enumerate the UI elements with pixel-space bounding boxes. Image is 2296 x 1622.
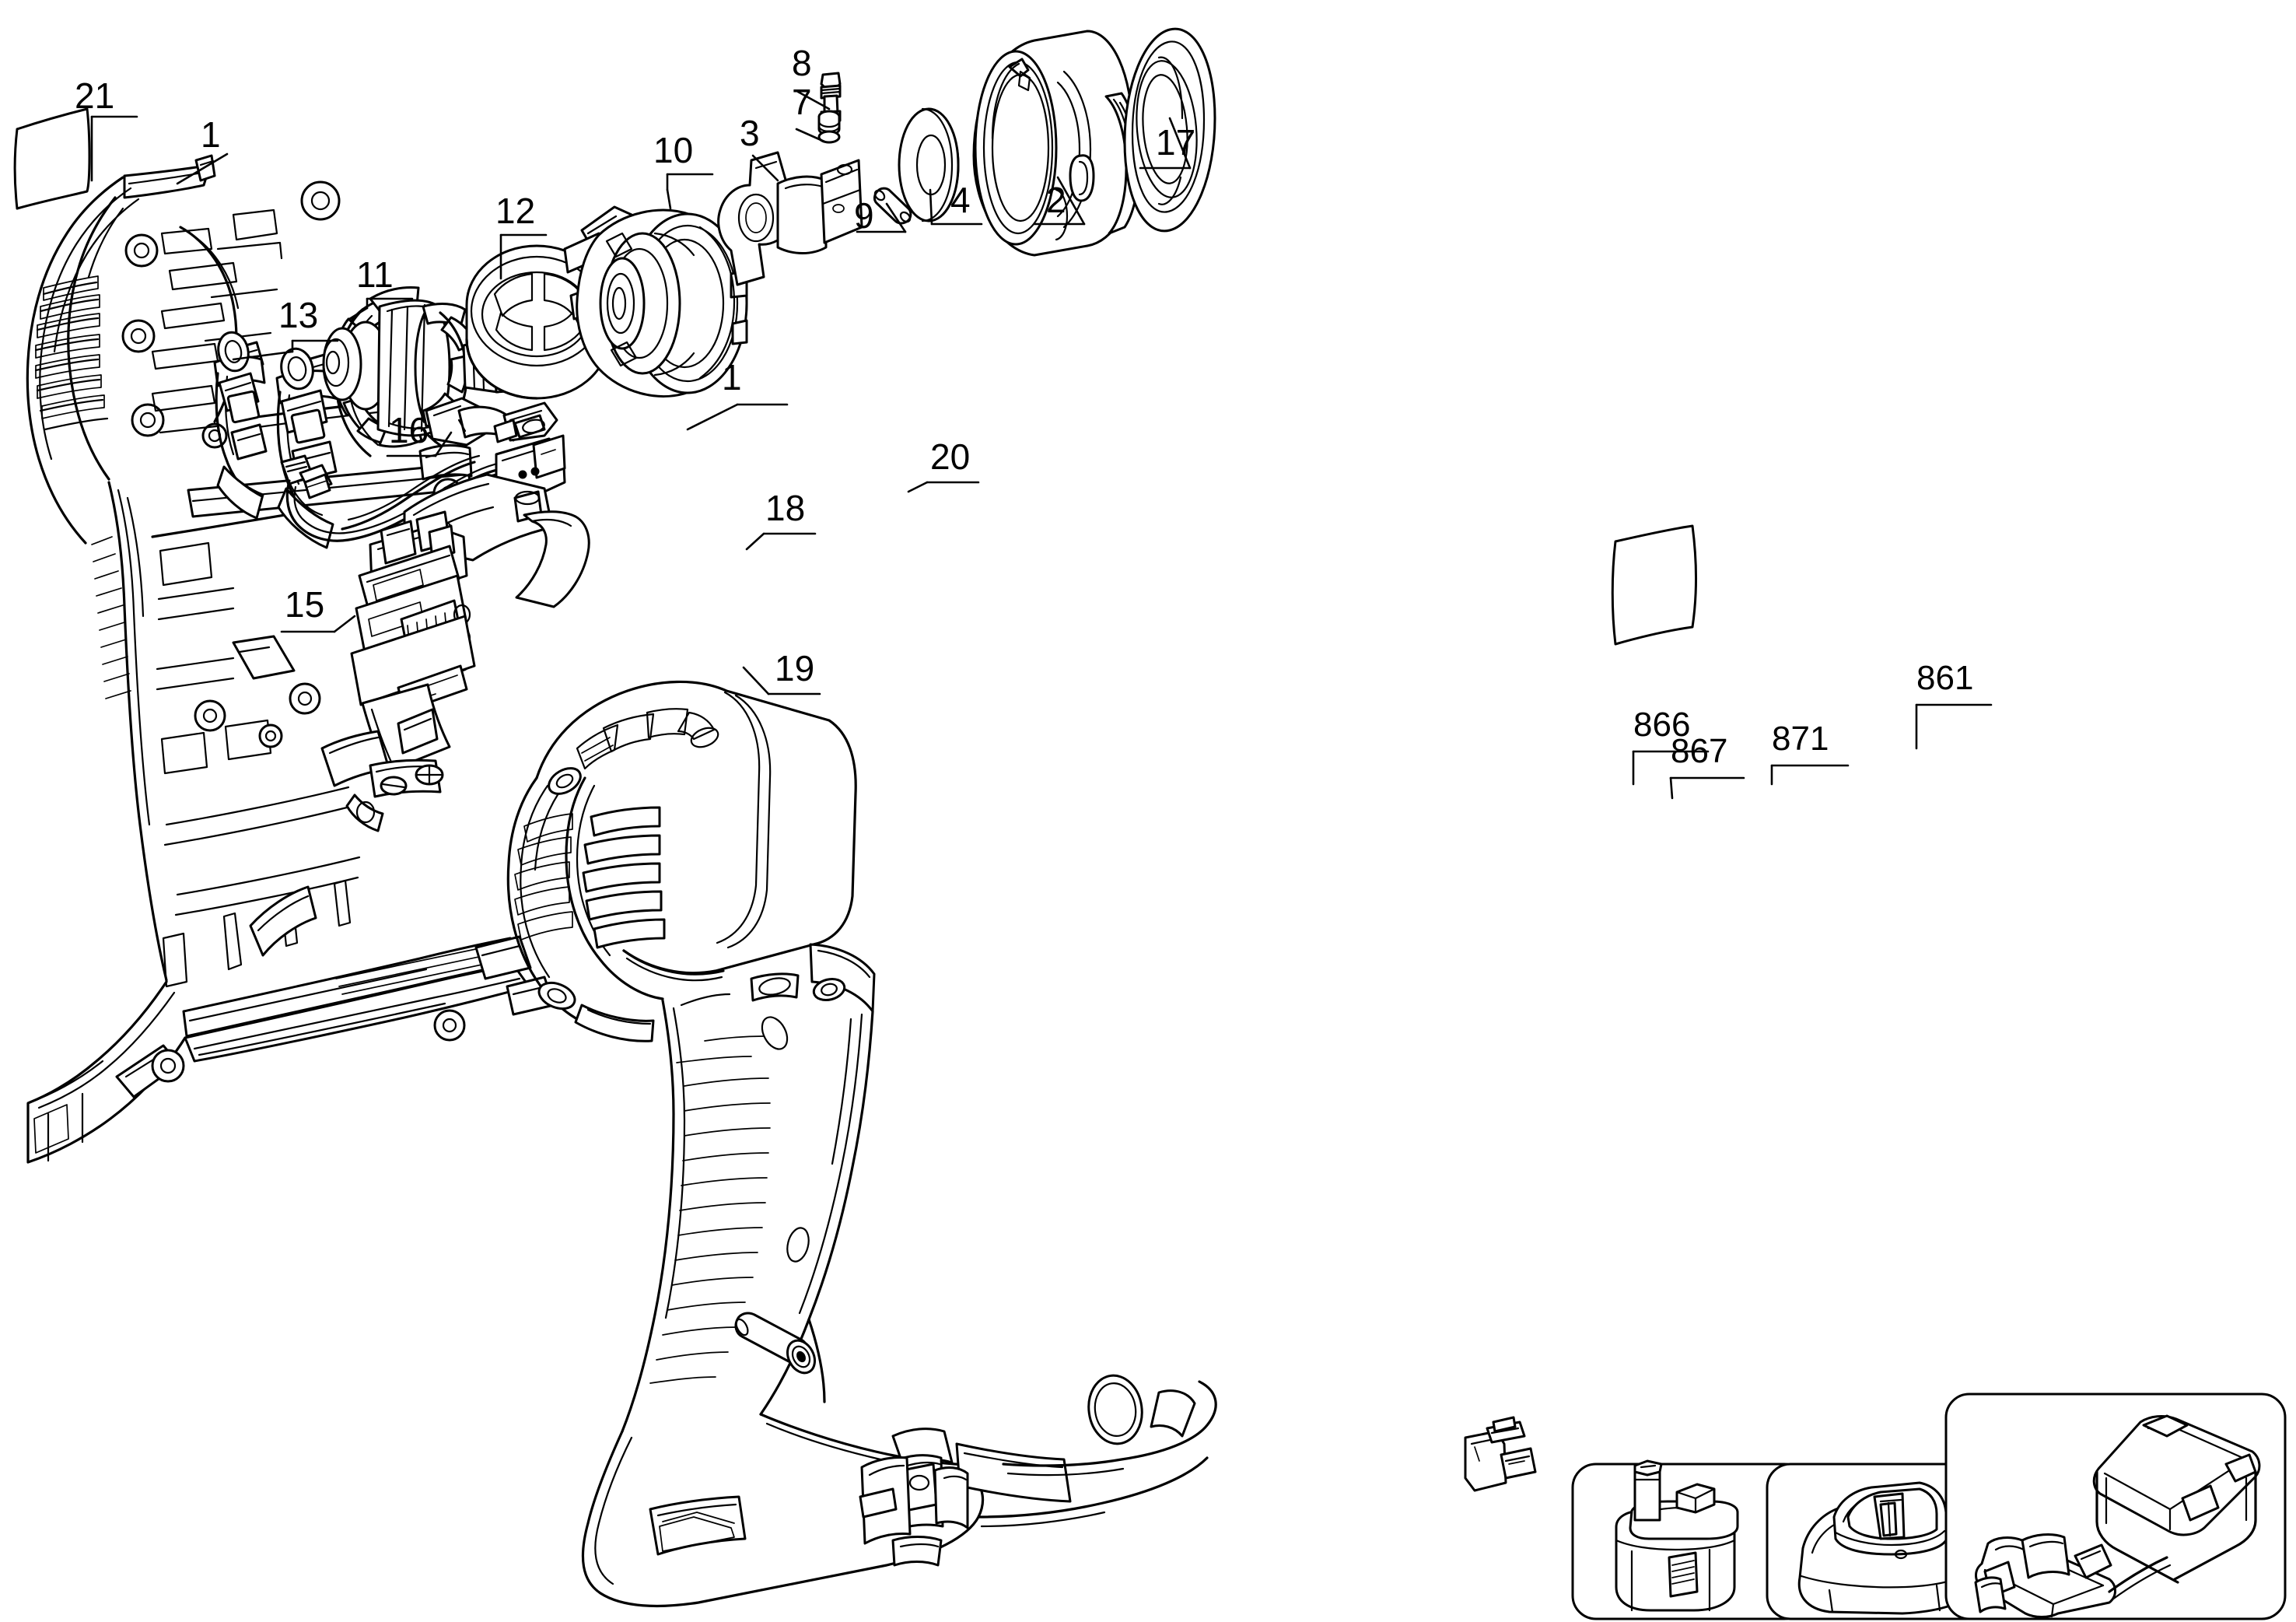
callout-9[interactable]: 9 — [854, 195, 874, 236]
callout-17[interactable]: 17 — [1156, 122, 1196, 163]
part-forward-reverse-lever — [425, 397, 558, 447]
callout-13[interactable]: 13 — [278, 295, 319, 335]
callout-3[interactable]: 3 — [740, 113, 760, 153]
callout-871[interactable]: 871 — [1772, 720, 1829, 758]
callout-866[interactable]: 866 — [1633, 706, 1691, 744]
part-housing-half-right — [506, 680, 1217, 1608]
callout-7[interactable]: 7 — [792, 82, 812, 122]
callout-861[interactable]: 861 — [1916, 659, 1974, 697]
part-contact-terminal — [1464, 1416, 1537, 1492]
callout-15[interactable]: 15 — [285, 584, 325, 625]
part-left-decal — [13, 107, 91, 210]
callout-leaders — [90, 90, 1993, 800]
part-right-decal — [1611, 524, 1697, 646]
part-hammer-case — [972, 30, 1140, 257]
part-spring-washer — [817, 110, 841, 144]
callout-4[interactable]: 4 — [950, 180, 971, 220]
callout-19[interactable]: 19 — [775, 648, 815, 688]
callout-1-right[interactable]: 1 — [722, 357, 742, 398]
callout-8[interactable]: 8 — [792, 43, 812, 83]
part-anvil-collar-ring — [1123, 27, 1216, 233]
part-gearbox-assembly — [563, 205, 748, 398]
group-carrying-case — [1944, 1393, 2287, 1620]
group-battery-pack — [1571, 1459, 1809, 1620]
part-gearcase-ring — [465, 244, 610, 400]
part-roll-pin — [873, 187, 912, 225]
callout-11[interactable]: 11 — [356, 254, 394, 295]
callout-18[interactable]: 18 — [765, 488, 806, 528]
callout-21[interactable]: 21 — [75, 75, 115, 116]
group-charger — [1766, 1463, 1991, 1620]
callout-2[interactable]: 2 — [1046, 180, 1066, 220]
callout-20[interactable]: 20 — [930, 436, 971, 477]
callout-16[interactable]: 16 — [389, 410, 429, 450]
part-switch-assembly — [280, 434, 590, 832]
part-screw — [734, 1312, 817, 1375]
part-anvil-yoke — [717, 151, 863, 286]
callout-12[interactable]: 12 — [495, 191, 536, 231]
callout-867[interactable]: 867 — [1671, 732, 1728, 770]
part-felt-washer — [898, 107, 960, 222]
callout-10[interactable]: 10 — [653, 130, 694, 170]
part-housing-half-left — [26, 154, 555, 1164]
callout-1-left[interactable]: 1 — [201, 114, 221, 155]
